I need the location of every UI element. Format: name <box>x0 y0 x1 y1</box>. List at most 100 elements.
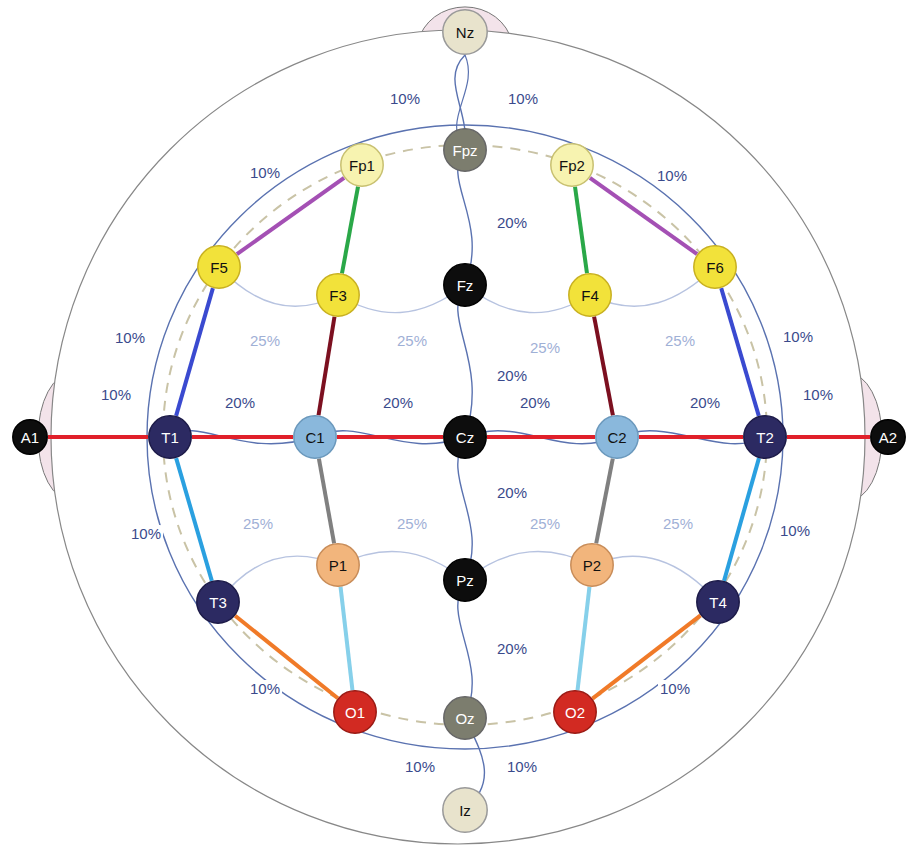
electrode-label: C1 <box>293 415 337 459</box>
distance-percent: 10% <box>248 680 282 697</box>
distance-percent: 25% <box>241 515 275 532</box>
electrode-label: O2 <box>553 690 597 734</box>
electrode: Fz <box>443 263 487 307</box>
distance-percent: 20% <box>495 214 529 231</box>
montage-line <box>237 178 344 254</box>
electrode-label: T4 <box>696 580 740 624</box>
electrode: Pz <box>443 558 487 602</box>
electrode-disc <box>341 144 383 186</box>
distance-percent: 25% <box>395 515 429 532</box>
montage-line <box>592 615 700 698</box>
distance-percent: 25% <box>663 332 697 349</box>
electrode-label: T2 <box>743 415 787 459</box>
electrode-disc <box>198 246 240 288</box>
distance-percent: 10% <box>778 522 812 539</box>
electrode: A2 <box>870 419 906 455</box>
electrode-disc <box>444 416 486 458</box>
montage-line <box>578 587 590 690</box>
electrode-label: Cz <box>443 415 487 459</box>
electrode-label: F5 <box>197 245 241 289</box>
electrode-disc <box>694 246 736 288</box>
electrode: Nz <box>442 9 488 55</box>
distance-percent: 20% <box>381 394 415 411</box>
electrode: O2 <box>553 690 597 734</box>
electrode: Oz <box>443 696 487 740</box>
electrode-label: P1 <box>316 543 360 587</box>
electrode-label: Iz <box>442 787 488 833</box>
electrode: Iz <box>442 787 488 833</box>
electrode-disc <box>444 129 486 171</box>
distance-percent: 20% <box>495 367 529 384</box>
electrode: F4 <box>568 273 612 317</box>
electrode-disc <box>317 544 359 586</box>
electrode-disc <box>294 416 336 458</box>
electrode-label: Oz <box>443 696 487 740</box>
electrode-disc <box>443 10 487 54</box>
electrode-label: Nz <box>442 9 488 55</box>
electrode-disc <box>744 416 786 458</box>
electrode-label: O1 <box>333 690 377 734</box>
electrode-disc <box>443 788 487 832</box>
electrode-label: T3 <box>196 580 240 624</box>
distance-percent: 25% <box>528 339 562 356</box>
distance-percent: 25% <box>395 332 429 349</box>
electrode: T4 <box>696 580 740 624</box>
montage-line <box>639 435 743 439</box>
distance-percent: 10% <box>781 328 815 345</box>
montage-line <box>596 459 613 544</box>
distance-percent: 20% <box>518 394 552 411</box>
parietal-curve <box>218 551 718 602</box>
distance-percent: 10% <box>248 164 282 181</box>
electrode-label: F6 <box>693 245 737 289</box>
electrode-disc <box>317 274 359 316</box>
electrode: Cz <box>443 415 487 459</box>
electrode: T3 <box>196 580 240 624</box>
montage-line <box>787 435 870 439</box>
electrode-disc <box>197 581 239 623</box>
electrode-label: A1 <box>12 419 48 455</box>
montage-line <box>337 435 443 439</box>
head-outline <box>51 30 865 844</box>
electrode-label: Fpz <box>443 128 487 172</box>
distance-percent: 20% <box>223 394 257 411</box>
distance-percent: 10% <box>505 758 539 775</box>
montage-line <box>342 187 358 274</box>
montage-line <box>724 458 759 581</box>
montage-line <box>176 458 212 581</box>
distance-percent: 10% <box>129 525 163 542</box>
distance-percent: 25% <box>661 515 695 532</box>
montage-line <box>721 288 759 416</box>
electrode-disc <box>569 274 611 316</box>
electrode-label: F3 <box>316 273 360 317</box>
electrode: A1 <box>12 419 48 455</box>
electrode-disc <box>571 544 613 586</box>
electrode-disc <box>551 144 593 186</box>
distance-percent: 10% <box>403 758 437 775</box>
electrode: C2 <box>595 415 639 459</box>
montage-line <box>487 435 595 439</box>
electrode-label: C2 <box>595 415 639 459</box>
electrode-label: Fp1 <box>340 143 384 187</box>
electrode-disc <box>149 416 191 458</box>
montage-line <box>319 317 335 416</box>
electrode: F3 <box>316 273 360 317</box>
dashed-ring <box>163 145 767 725</box>
distance-percent: 10% <box>99 386 133 403</box>
distance-percent: 10% <box>801 386 835 403</box>
electrode: O1 <box>333 690 377 734</box>
electrode-disc <box>554 691 596 733</box>
distance-percent: 20% <box>688 394 722 411</box>
electrode-label: T1 <box>148 415 192 459</box>
electrode-label: Pz <box>443 558 487 602</box>
electrode-label: Fz <box>443 263 487 307</box>
electrode: T1 <box>148 415 192 459</box>
montage-line <box>341 587 353 690</box>
electrode-label: F4 <box>568 273 612 317</box>
electrode-disc <box>444 264 486 306</box>
montage-line <box>176 288 213 416</box>
electrode: Fpz <box>443 128 487 172</box>
montage-line <box>48 435 148 439</box>
electrode: P2 <box>570 543 614 587</box>
electrode: C1 <box>293 415 337 459</box>
electrode-label: Fp2 <box>550 143 594 187</box>
